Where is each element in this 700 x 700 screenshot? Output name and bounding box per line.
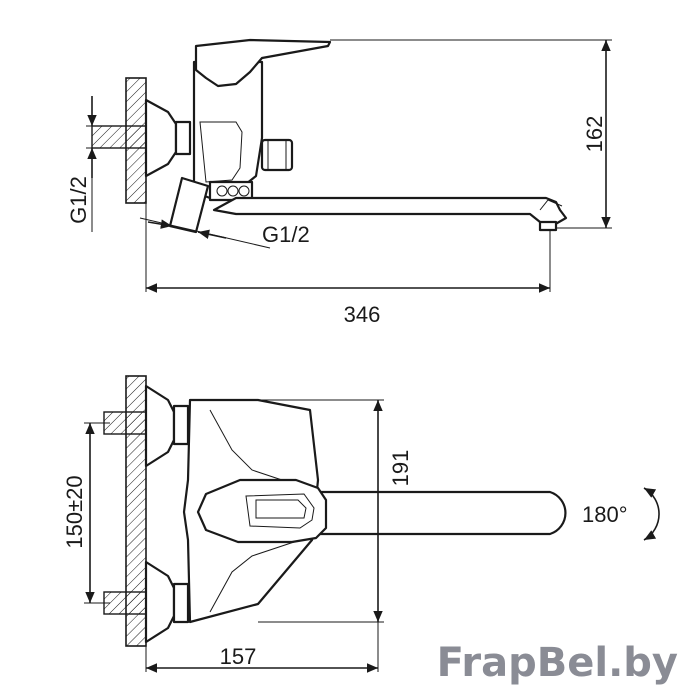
- dim-157: 157: [220, 644, 257, 669]
- dim-162: 162: [582, 116, 607, 153]
- union-nut: [174, 120, 192, 156]
- diverter-button: [260, 138, 294, 172]
- upper-escutcheon: [144, 384, 176, 468]
- lower-nut: [172, 582, 190, 624]
- escutcheon: [144, 98, 178, 178]
- spout: [212, 196, 568, 228]
- dim-g12-angled: G1/2: [262, 222, 310, 247]
- lower-escutcheon: [144, 560, 176, 644]
- handle-plan: [196, 478, 328, 544]
- watermark: FrapBel.by: [437, 640, 678, 686]
- top-view: 191 150±20 157 180°: [62, 375, 660, 673]
- inlet-pipe: [91, 125, 147, 149]
- wall-section-bottom: [125, 375, 147, 647]
- dim-150-20: 150±20: [62, 475, 87, 548]
- spout-plan: [298, 490, 567, 536]
- angled-inlet: [168, 176, 210, 234]
- upper-inlet-pipe: [103, 411, 147, 435]
- dim-g12-vertical: G1/2: [66, 176, 91, 224]
- rotation-arrow: [643, 487, 660, 541]
- side-view: 162 346 G1/2 G1/2: [66, 38, 612, 327]
- dim-346: 346: [344, 302, 381, 327]
- cartridge-outline: [199, 121, 243, 183]
- dim-191: 191: [388, 450, 413, 487]
- lower-inlet-pipe: [103, 591, 147, 615]
- lever-handle: [194, 38, 332, 88]
- upper-nut: [172, 404, 190, 446]
- rotation-label: 180°: [582, 502, 628, 527]
- aerator: [538, 220, 558, 232]
